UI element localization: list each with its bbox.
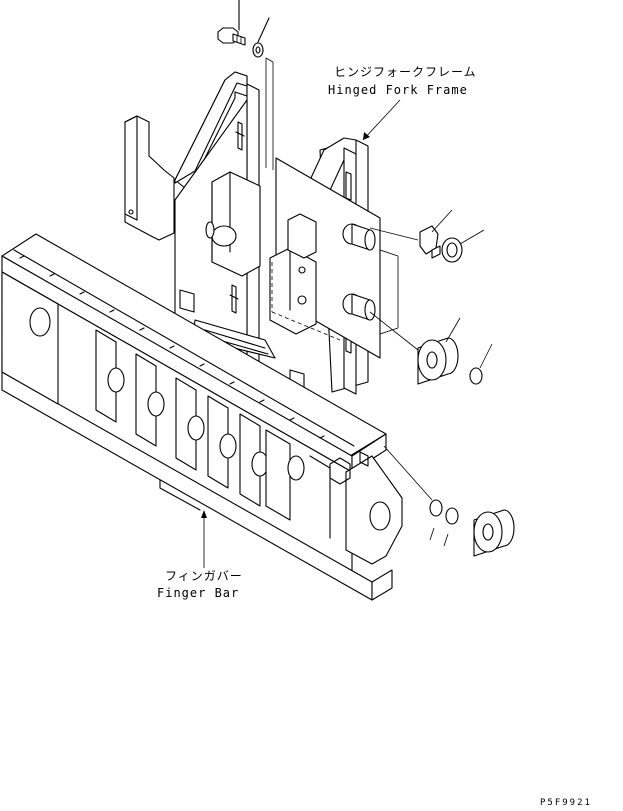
roller-lower: [473, 509, 515, 557]
label-leaders: [201, 99, 401, 568]
hinged-fork-frame-label-en: Hinged Fork Frame: [328, 83, 468, 97]
set-bolt: [431, 229, 485, 263]
drawing-code: P5F9921: [540, 798, 592, 808]
snap-ring-upper: [469, 343, 493, 385]
roller-upper: [417, 317, 461, 385]
assembly-lines-right: [369, 227, 433, 501]
finger-bar: [1, 233, 403, 601]
dashed-alignment-lower: [271, 311, 341, 341]
hinged-fork-frame-label-jp: ヒンジフォークフレーム: [334, 65, 477, 79]
hinge-block: [205, 171, 317, 335]
finger-bar-label-en: Finger Bar: [157, 586, 239, 600]
washer: [252, 17, 270, 58]
bolt-assembly-line-b: [265, 57, 274, 63]
finger-bar-label-jp: フィンガバー: [165, 569, 243, 583]
bolt: [217, 0, 246, 46]
snap-ring-lower: [429, 499, 459, 547]
